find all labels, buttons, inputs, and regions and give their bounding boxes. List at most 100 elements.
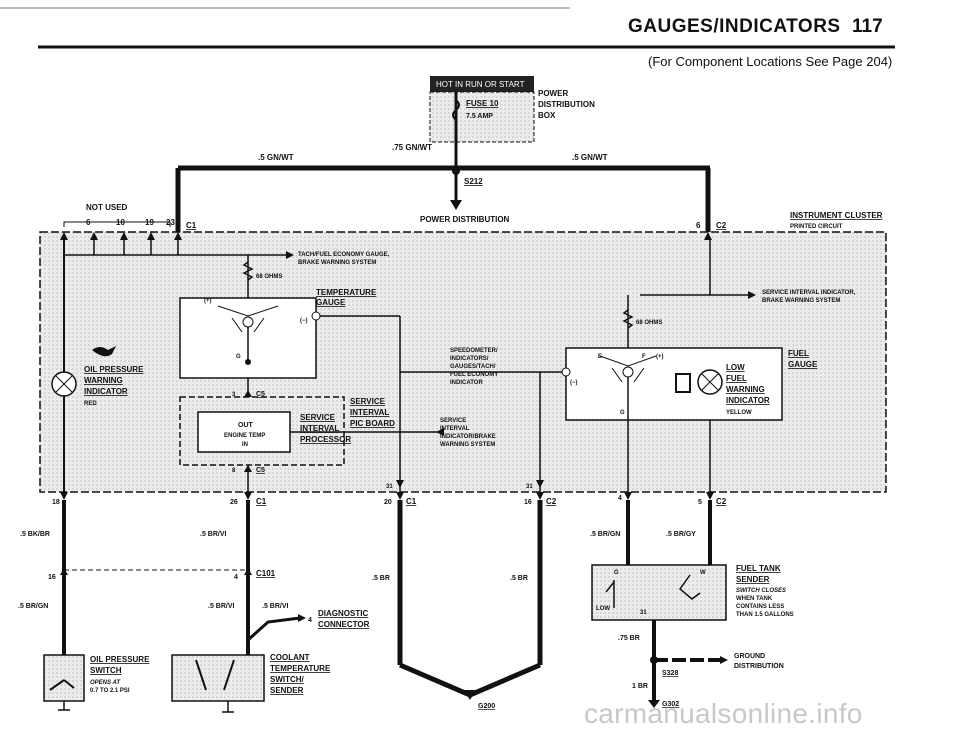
svg-text:HOT IN RUN OR START: HOT IN RUN OR START	[436, 80, 525, 89]
svg-text:.5 BR/VI: .5 BR/VI	[208, 603, 235, 610]
svg-text:BRAKE WARNING SYSTEM: BRAKE WARNING SYSTEM	[762, 298, 840, 304]
svg-text:23: 23	[166, 218, 175, 227]
coolant-temperature-sender	[171, 654, 265, 713]
svg-text:(−): (−)	[300, 318, 308, 324]
not-used-label: NOT USED	[86, 203, 128, 212]
svg-text:FUEL: FUEL	[726, 374, 747, 383]
supply-wires	[175, 142, 711, 232]
svg-text:CONTAINS LESS: CONTAINS LESS	[736, 604, 784, 610]
svg-text:TEMPERATURE: TEMPERATURE	[270, 664, 331, 673]
fuse-box: HOT IN RUN OR START FUSE 10 7.5 AMP	[429, 76, 535, 143]
svg-text:FUEL ECONOMY: FUEL ECONOMY	[450, 372, 498, 378]
svg-text:TACH/FUEL ECONOMY GAUGE,: TACH/FUEL ECONOMY GAUGE,	[298, 252, 390, 258]
svg-text:4: 4	[308, 617, 312, 624]
svg-text:.75 BR: .75 BR	[618, 635, 640, 642]
svg-text:C1: C1	[256, 497, 267, 506]
svg-text:INDICATOR: INDICATOR	[726, 396, 770, 405]
svg-text:INDICATORS/: INDICATORS/	[450, 356, 489, 362]
svg-text:FUEL TANK: FUEL TANK	[736, 564, 781, 573]
svg-text:.75 GN/WT: .75 GN/WT	[392, 143, 432, 152]
svg-text:(−): (−)	[570, 380, 578, 386]
svg-text:.5 BK/BR: .5 BK/BR	[20, 531, 50, 538]
svg-text:C5: C5	[256, 391, 265, 398]
svg-text:GROUND: GROUND	[734, 653, 765, 660]
temperature-gauge	[179, 297, 321, 379]
svg-text:SERVICE: SERVICE	[300, 413, 336, 422]
svg-text:C101: C101	[256, 569, 276, 578]
svg-text:C1: C1	[186, 221, 197, 230]
svg-text:DISTRIBUTION: DISTRIBUTION	[538, 100, 595, 109]
svg-text:TEMPERATURE: TEMPERATURE	[316, 288, 377, 297]
svg-text:8: 8	[232, 468, 236, 474]
svg-text:(+): (+)	[656, 354, 664, 360]
svg-text:16: 16	[524, 499, 532, 506]
svg-text:ENGINE TEMP: ENGINE TEMP	[224, 433, 265, 439]
fuel-gauge	[561, 347, 783, 421]
svg-text:OUT: OUT	[238, 422, 254, 429]
svg-text:IN: IN	[242, 442, 248, 448]
svg-text:3: 3	[232, 392, 236, 398]
svg-text:POWER DISTRIBUTION: POWER DISTRIBUTION	[420, 215, 510, 224]
svg-text:G: G	[620, 410, 625, 416]
svg-text:20: 20	[384, 499, 392, 506]
svg-text:6: 6	[86, 218, 91, 227]
cluster-title: INSTRUMENT CLUSTER	[790, 211, 883, 220]
svg-text:GAUGE: GAUGE	[788, 360, 818, 369]
svg-text:0.7 TO 2.1 PSI: 0.7 TO 2.1 PSI	[90, 688, 130, 694]
svg-text:19: 19	[145, 218, 154, 227]
svg-text:WARNING: WARNING	[726, 385, 765, 394]
svg-text:BRAKE WARNING SYSTEM: BRAKE WARNING SYSTEM	[298, 260, 376, 266]
resistor-icon	[622, 309, 634, 329]
svg-text:.5 GN/WT: .5 GN/WT	[258, 153, 294, 162]
svg-text:5: 5	[698, 499, 702, 506]
watermark: carmanualsonline.info	[584, 698, 863, 729]
svg-text:FUEL: FUEL	[788, 349, 809, 358]
svg-text:RED: RED	[84, 401, 97, 407]
svg-text:OIL PRESSURE: OIL PRESSURE	[84, 365, 144, 374]
fuel-tank-sender	[591, 564, 727, 621]
svg-text:F: F	[642, 354, 646, 360]
svg-text:.5 BR/GN: .5 BR/GN	[590, 531, 620, 538]
svg-text:WARNING: WARNING	[84, 376, 123, 385]
svg-text:31: 31	[386, 484, 393, 490]
svg-text:GAUGE: GAUGE	[316, 298, 346, 307]
svg-text:DISTRIBUTION: DISTRIBUTION	[734, 663, 784, 670]
svg-text:G302: G302	[662, 701, 679, 708]
svg-text:DIAGNOSTIC: DIAGNOSTIC	[318, 609, 368, 618]
oil-pressure-indicator	[51, 346, 116, 397]
svg-text:SENDER: SENDER	[270, 686, 304, 695]
svg-text:G: G	[236, 354, 241, 360]
svg-text:LOW: LOW	[596, 606, 610, 612]
ground-arrow-icon	[450, 200, 462, 210]
svg-text:THAN 1.5 GALLONS: THAN 1.5 GALLONS	[736, 612, 794, 618]
svg-text:.5 BR/VI: .5 BR/VI	[200, 531, 227, 538]
svg-text:OPENS AT: OPENS AT	[90, 680, 121, 686]
svg-text:68 OHMS: 68 OHMS	[636, 320, 662, 326]
svg-text:6: 6	[696, 221, 701, 230]
ground-g302-icon	[648, 700, 660, 708]
svg-text:CONNECTOR: CONNECTOR	[318, 620, 370, 629]
svg-text:4: 4	[618, 495, 622, 502]
svg-text:COOLANT: COOLANT	[270, 653, 310, 662]
svg-text:16: 16	[48, 574, 56, 581]
svg-text:SWITCH CLOSES: SWITCH CLOSES	[736, 588, 786, 594]
svg-text:BOX: BOX	[538, 111, 556, 120]
page-title: GAUGES/INDICATORS	[628, 16, 841, 37]
page-number: 117	[852, 16, 883, 37]
oil-can-icon	[92, 346, 116, 357]
svg-text:10: 10	[116, 218, 125, 227]
svg-text:1 BR: 1 BR	[632, 683, 648, 690]
connector-pins-top	[60, 232, 712, 240]
svg-text:GAUGES/TACH/: GAUGES/TACH/	[450, 364, 496, 370]
svg-text:SERVICE: SERVICE	[440, 418, 466, 424]
splice-dot	[452, 167, 460, 175]
svg-text:PRINTED CIRCUIT: PRINTED CIRCUIT	[790, 224, 843, 230]
svg-text:SWITCH/: SWITCH/	[270, 675, 305, 684]
svg-text:C1: C1	[406, 497, 417, 506]
svg-text:SERVICE INTERVAL INDICATOR,: SERVICE INTERVAL INDICATOR,	[762, 290, 856, 296]
svg-text:E: E	[598, 354, 602, 360]
svg-text:.5 BR: .5 BR	[372, 575, 390, 582]
svg-text:INTERVAL: INTERVAL	[300, 424, 339, 433]
svg-text:INDICATOR/BRAKE: INDICATOR/BRAKE	[440, 434, 496, 440]
